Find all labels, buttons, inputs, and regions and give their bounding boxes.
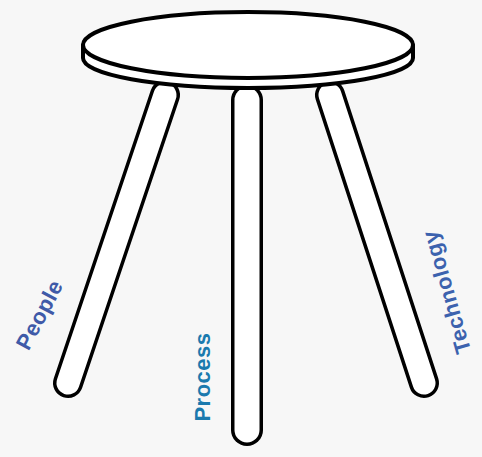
stool-leg-fill [235, 100, 260, 430]
leg-label: People [13, 277, 68, 354]
seat-top [83, 12, 413, 78]
stool-leg-fill [68, 95, 165, 383]
stool-leg [68, 95, 165, 383]
stool-leg-fill [330, 95, 424, 383]
stool-leg [330, 95, 424, 383]
leg-label: Technology [419, 228, 475, 356]
leg-label: Process [192, 332, 214, 421]
stool-leg [231, 100, 263, 430]
